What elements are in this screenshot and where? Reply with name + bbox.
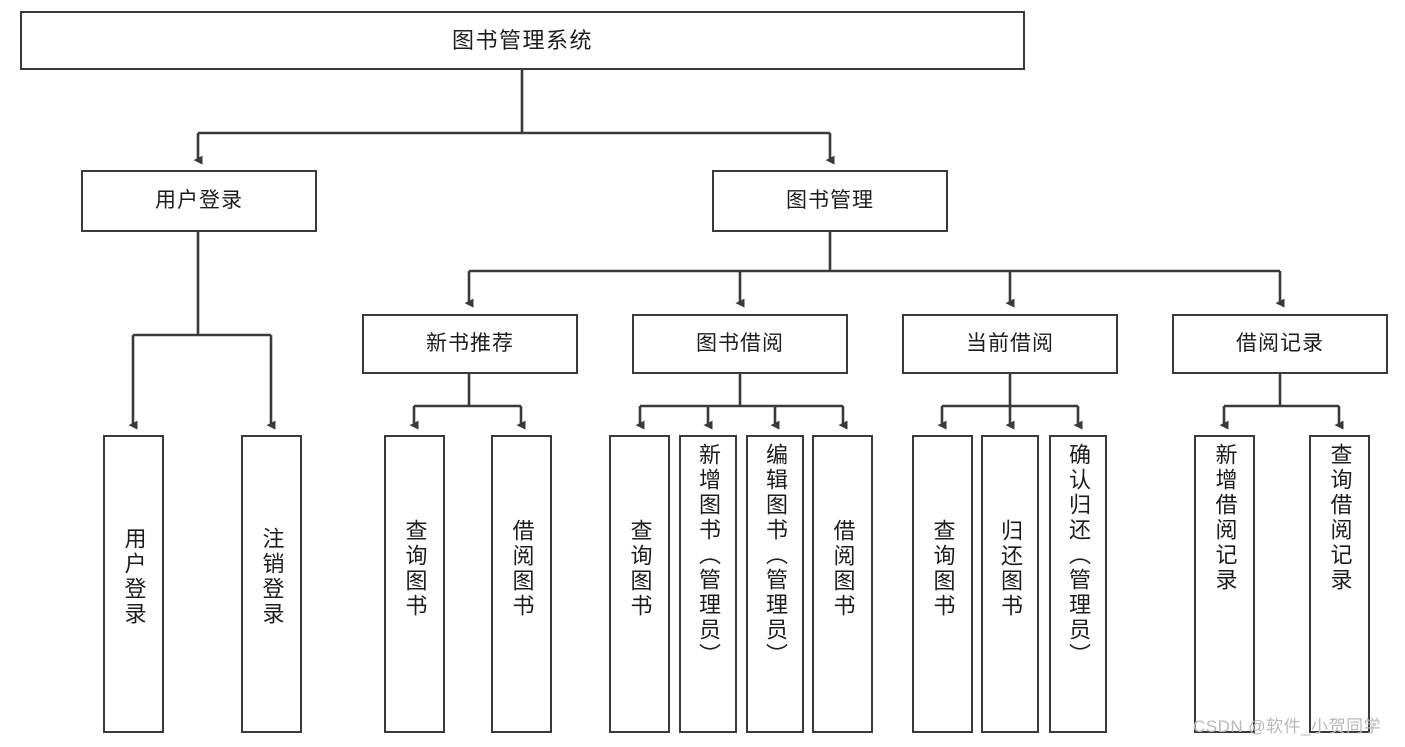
node-leaf-borrow-book-2[interactable]: 借阅图书 bbox=[812, 435, 873, 733]
node-label: 图书管理系统 bbox=[451, 27, 593, 53]
node-leaf-edit-book[interactable]: 编辑图书（管理员） bbox=[746, 435, 804, 733]
node-book-borrow[interactable]: 图书借阅 bbox=[632, 314, 848, 374]
node-label: 确认归还（管理员） bbox=[1066, 443, 1091, 668]
node-leaf-query-book-2[interactable]: 查询图书 bbox=[609, 435, 670, 733]
node-leaf-confirm-return[interactable]: 确认归还（管理员） bbox=[1049, 435, 1107, 733]
node-label: 借阅图书 bbox=[509, 519, 535, 619]
node-label: 借阅图书 bbox=[830, 519, 856, 619]
node-label: 用户登录 bbox=[155, 188, 243, 212]
node-book-management[interactable]: 图书管理 bbox=[712, 170, 948, 232]
node-label: 新增借阅记录 bbox=[1212, 443, 1238, 593]
node-leaf-query-book-1[interactable]: 查询图书 bbox=[384, 435, 445, 733]
node-label: 借阅记录 bbox=[1236, 331, 1324, 355]
node-leaf-borrow-book-1[interactable]: 借阅图书 bbox=[491, 435, 552, 733]
node-label: 图书管理 bbox=[786, 188, 874, 212]
node-label: 查询借阅记录 bbox=[1327, 443, 1353, 593]
node-label: 当前借阅 bbox=[966, 331, 1054, 355]
node-root-book-management-system[interactable]: 图书管理系统 bbox=[20, 11, 1025, 70]
node-label: 归还图书 bbox=[998, 519, 1023, 619]
node-label: 编辑图书（管理员） bbox=[763, 443, 788, 668]
node-label: 新书推荐 bbox=[426, 331, 514, 355]
node-leaf-user-login[interactable]: 用户登录 bbox=[103, 435, 164, 733]
node-leaf-query-book-3[interactable]: 查询图书 bbox=[912, 435, 973, 733]
node-label: 查询图书 bbox=[402, 519, 428, 619]
node-label: 注销登录 bbox=[259, 527, 285, 627]
node-leaf-add-record[interactable]: 新增借阅记录 bbox=[1194, 435, 1255, 733]
node-leaf-add-book[interactable]: 新增图书（管理员） bbox=[679, 435, 737, 733]
watermark: CSDN @软件_小贺同学 bbox=[1193, 717, 1382, 736]
node-label: 查询图书 bbox=[627, 519, 653, 619]
node-borrow-record[interactable]: 借阅记录 bbox=[1172, 314, 1388, 374]
node-leaf-return-book[interactable]: 归还图书 bbox=[981, 435, 1039, 733]
node-user-login[interactable]: 用户登录 bbox=[81, 170, 317, 232]
node-label: 用户登录 bbox=[121, 527, 147, 627]
node-new-book-recommend[interactable]: 新书推荐 bbox=[362, 314, 578, 374]
node-current-borrow[interactable]: 当前借阅 bbox=[902, 314, 1118, 374]
node-leaf-user-logout[interactable]: 注销登录 bbox=[241, 435, 302, 733]
node-label: 新增图书（管理员） bbox=[696, 443, 721, 668]
node-label: 查询图书 bbox=[930, 519, 956, 619]
node-leaf-query-record[interactable]: 查询借阅记录 bbox=[1309, 435, 1370, 733]
node-label: 图书借阅 bbox=[696, 331, 784, 355]
